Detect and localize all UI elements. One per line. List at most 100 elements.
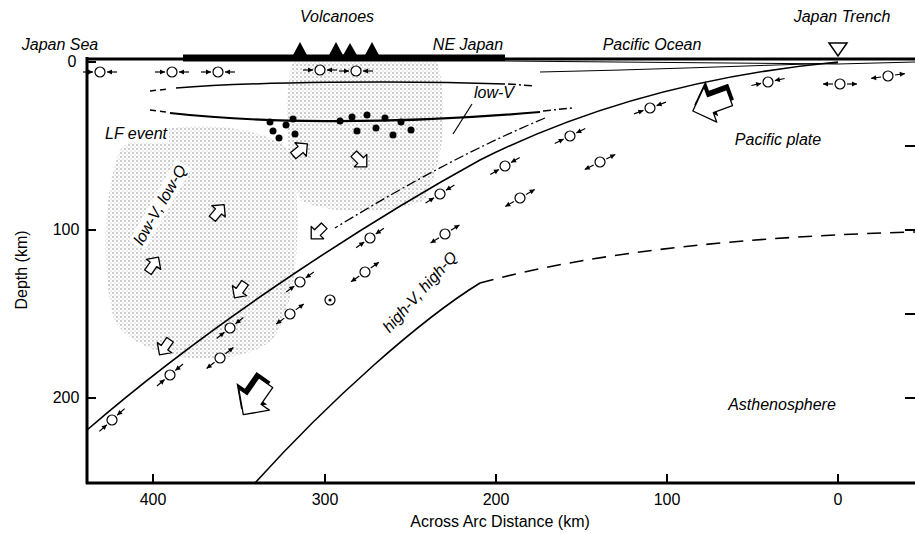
earthquake-symbol (426, 185, 455, 203)
hypocenter (225, 323, 235, 333)
arrow-head (344, 69, 349, 74)
tick-label: 200 (53, 389, 80, 407)
flow-arrow (348, 148, 373, 173)
lf-dot (270, 128, 277, 135)
arrow-head (775, 77, 780, 82)
arrow-head (327, 68, 332, 73)
arrow-head (308, 68, 313, 73)
stress-arrow (446, 185, 454, 190)
arrow-head (511, 158, 517, 163)
stress-arrow (576, 129, 585, 133)
arrow-body (686, 80, 736, 129)
stress-arrow (175, 364, 183, 370)
arrow-body (152, 335, 177, 360)
flow-arrow (224, 366, 283, 425)
hypocenter (763, 77, 773, 87)
low-velocity-zone (105, 126, 297, 359)
region-label: low-V (474, 84, 514, 102)
stress-arrow (376, 228, 384, 234)
arrow-head (505, 202, 511, 207)
region-label: low-V, low-Q (129, 160, 191, 250)
arrow-head (585, 165, 591, 169)
region-label: Asthenosphere (728, 396, 836, 414)
slab-upper-surface (87, 62, 838, 430)
lf-dot (373, 125, 380, 132)
leader-line (453, 104, 472, 134)
axis-ticks (87, 62, 915, 483)
hypocenter (285, 309, 295, 319)
arrow-head (493, 170, 499, 175)
region-label: Pacific plate (735, 131, 821, 149)
flow-arrows (141, 74, 739, 425)
stress-arrow (431, 238, 439, 243)
earthquake-symbol (431, 225, 460, 243)
arrow-head (228, 348, 233, 353)
stress-arrow (511, 158, 520, 163)
stress-arrow (296, 304, 304, 310)
arrow-head (610, 154, 616, 158)
stress-arrow (490, 170, 499, 175)
hypocenter (515, 193, 525, 203)
earthquake-symbol (351, 262, 379, 282)
stress-arrow (356, 242, 364, 248)
stress-arrow (451, 225, 459, 230)
stress-arrow (585, 165, 594, 169)
place-name: Volcanoes (300, 8, 374, 26)
hypocenter (835, 79, 845, 89)
earthquake-symbol (276, 304, 304, 324)
lf-dot (390, 132, 397, 139)
hypocenter (565, 131, 575, 141)
arrow-head (376, 229, 382, 234)
bullseye-symbol (325, 295, 335, 305)
lf-dot (382, 115, 389, 122)
tick-label: 100 (654, 491, 681, 509)
lf-dot (337, 118, 344, 125)
tick-label: 0 (834, 491, 843, 509)
arrow-body (206, 199, 231, 224)
stress-arrow (207, 362, 215, 368)
arrow-head (431, 238, 437, 243)
trench-marker (829, 43, 847, 56)
flow-arrow (305, 220, 330, 245)
hypocenter (213, 67, 223, 77)
hypocenter (315, 65, 325, 75)
lf-dot (349, 114, 356, 121)
earthquake-symbol (83, 67, 117, 77)
flow-arrow (288, 137, 313, 162)
arrow-body (227, 278, 252, 303)
earthquake-symbol (99, 409, 124, 432)
hypocenter (595, 157, 605, 167)
earthquake-symbol (871, 71, 905, 81)
crust-boundaries (150, 61, 915, 121)
lf-dot (283, 122, 290, 129)
earthquake-symbol (555, 128, 586, 143)
lf-dot (267, 119, 274, 126)
stress-arrow (117, 409, 124, 416)
arrow-head (852, 82, 857, 87)
tick-label: 200 (483, 491, 510, 509)
arrow-head (298, 304, 304, 309)
lf-dot (276, 135, 283, 142)
arrow-body (348, 148, 373, 173)
arrow-head (219, 332, 224, 337)
stress-arrow (657, 102, 666, 105)
hypocenter (500, 161, 510, 171)
hypocenter (645, 103, 655, 113)
arrow-body (305, 220, 330, 245)
earthquake-symbol (823, 79, 857, 89)
stress-arrow (236, 318, 244, 324)
hypocenter (107, 415, 117, 425)
stress-arrow (157, 379, 165, 385)
stress-arrow (371, 262, 379, 268)
arrow-head (175, 365, 180, 370)
stress-arrow (306, 272, 314, 278)
arrow-head (160, 70, 165, 75)
stress-arrow (217, 332, 225, 338)
axis-title: Across Arc Distance (km) (410, 513, 590, 531)
stress-arrow (276, 318, 284, 324)
surface-line (87, 58, 915, 61)
earthquake-symbol (157, 364, 183, 386)
stress-arrow (226, 348, 234, 354)
arrow-head (446, 186, 452, 191)
arrow-head (236, 319, 241, 324)
